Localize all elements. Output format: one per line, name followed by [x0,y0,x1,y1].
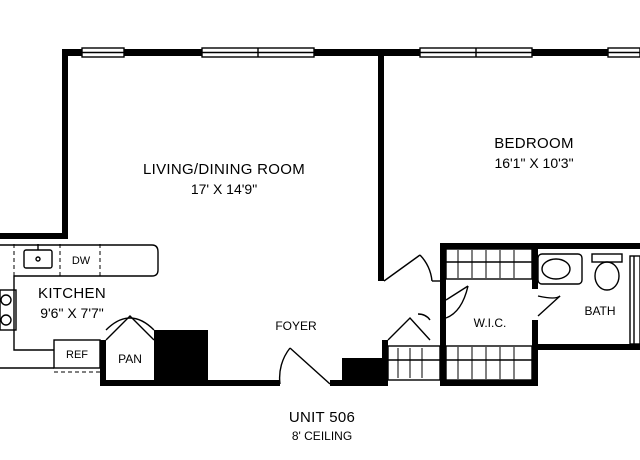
bedroom-size: 16'1" X 10'3" [494,155,573,171]
wall [440,243,446,287]
wall [440,243,640,249]
wall [62,49,68,239]
living-room-size: 17' X 14'9" [191,181,257,197]
wall [100,380,280,386]
bedroom-name: BEDROOM [494,135,574,152]
pantry-label: PAN [118,352,142,366]
closet [382,313,441,386]
dishwasher-label: DW [72,255,91,267]
closet-block [342,358,382,386]
walk-in-closet [440,248,538,386]
bath-label: BATH [584,304,615,318]
unit-number: UNIT 506 [289,409,355,426]
top-wall [62,49,608,56]
entry-door [278,347,331,385]
sink-icon [23,244,53,269]
living-room-name: LIVING/DINING ROOM [143,161,305,178]
kitchen-name: KITCHEN [38,285,106,302]
wall [378,49,384,281]
window [419,47,533,58]
window [607,47,640,58]
kitchen-size: 9'6" X 7'7" [40,305,104,321]
ceiling-height: 8' CEILING [292,429,352,443]
window [81,47,125,58]
refrigerator-label: REF [66,349,88,361]
kitchen-counter [0,244,159,351]
wic-label: W.I.C. [474,316,507,330]
stove-icon [0,289,17,331]
window [201,47,315,58]
door [383,254,440,282]
foyer-label: FOYER [275,319,317,333]
wall [0,233,68,239]
pantry [100,315,160,384]
bathroom [537,253,640,350]
closet-block [160,330,208,384]
